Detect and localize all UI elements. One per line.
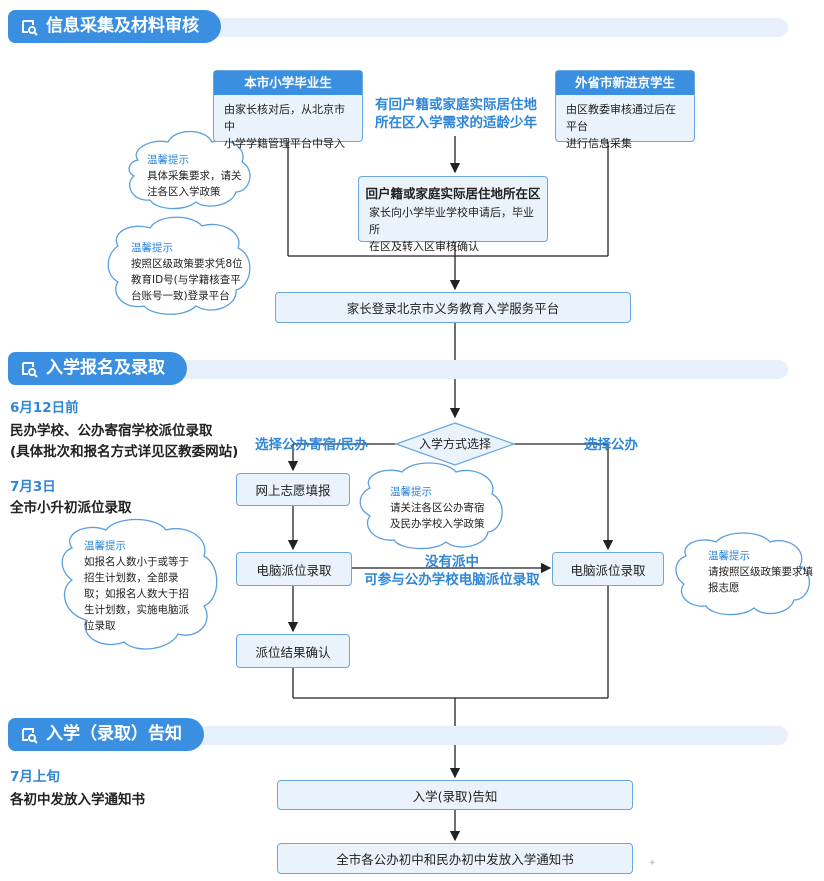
watermark-mark: ✦ [648,858,656,869]
box-parent-login: 家长登录北京市义务教育入学服务平台 [275,292,631,323]
box-admission-notice: 入学(录取)告知 [277,780,633,810]
box-hukou-line1: 家长向小学毕业学校申请后，毕业所 [369,206,534,236]
box-outer-students: 外省市新进京学生 由区教委审核通过后在平台进行信息采集 [555,70,695,150]
label-choose-public: 选择公办 [584,437,638,453]
cloud-shape-2 [107,216,251,315]
box-hukou-line2: 在区及转入区审核确认 [369,240,479,253]
text-admission-letters: 各初中发放入学通知书 [10,792,145,808]
cloud-tip-2: 温馨提示按照区级政策要求凭8位教育ID号(与学籍核查平台账号一致)登录平台 [131,242,243,302]
section-banner-info: 信息采集及材料审核 [8,10,788,43]
text-private-lottery: 民办学校、公办寄宿学校派位录取 [10,423,213,439]
cloud-shape-1 [128,130,251,210]
search-doc-icon [22,728,38,744]
cloud-shape-3 [359,462,503,550]
box-computer-lottery-left: 电脑派位录取 [236,552,352,586]
date-july3: 7月3日 [10,479,56,495]
text-city-lottery: 全市小升初派位录取 [10,500,132,516]
label-choose-private: 选择公办寄宿/民办 [255,437,368,453]
section-banner-enroll: 入学报名及录取 [8,352,788,385]
box-online-application: 网上志愿填报 [236,473,350,506]
search-doc-icon [22,20,38,36]
date-early-july: 7月上旬 [10,769,60,785]
choice-diamond [394,422,516,466]
section-banner-notice: 入学（录取）告知 [8,718,788,751]
box-local-graduates: 本市小学毕业生 由家长核对后，从北京市中小学学籍管理平台中导入 [213,70,363,150]
diamond-label: 入学方式选择 [418,437,491,451]
cloud-tip-4: 温馨提示如报名人数小于或等于招生计划数，全部录取；如报名人数大于招生计划数，实施… [84,540,189,632]
date-june12: 6月12日前 [10,400,79,416]
cloud-shape-4 [61,518,218,650]
section-title-3: 入学（录取）告知 [46,724,182,744]
search-doc-icon [22,362,38,378]
box-hukou-title: 回户籍或家庭实际居住地所在区 [365,186,541,201]
box-issue-letters: 全市各公办初中和民办初中发放入学通知书 [277,843,633,874]
cloud-tip-1: 温馨提示具体采集要求，请关注各区入学政策 [147,154,242,198]
box-outer-line2: 进行信息采集 [566,137,632,150]
section-title-2: 入学报名及录取 [46,358,165,378]
box-local-title: 本市小学毕业生 [214,71,362,95]
box-result-confirm: 派位结果确认 [236,634,350,668]
cloud-tip-3: 温馨提示请关注各区公办寄宿及民办学校入学政策 [390,486,485,530]
box-outer-line1: 由区教委审核通过后在平台 [566,103,676,133]
label-no-lottery: 没有派中可参与公办学校电脑派位录取 [364,554,540,588]
box-hukou-district: 回户籍或家庭实际居住地所在区 家长向小学毕业学校申请后，毕业所在区及转入区审核确… [358,176,548,253]
box-computer-lottery-right: 电脑派位录取 [552,552,664,586]
box-local-line1: 由家长核对后，从北京市中 [224,103,345,133]
section-title-1: 信息采集及材料审核 [46,16,199,36]
text-private-details: (具体批次和报名方式详见区教委网站) [10,444,239,460]
cloud-tip-5: 温馨提示请按照区级政策要求填报志愿 [708,550,813,594]
cloud-shape-5 [675,532,811,616]
box-local-line2: 小学学籍管理平台中导入 [224,137,345,150]
label-hukou-demand: 有回户籍或家庭实际居住地所在区入学需求的适龄少年 [375,97,537,131]
box-outer-title: 外省市新进京学生 [556,71,694,95]
